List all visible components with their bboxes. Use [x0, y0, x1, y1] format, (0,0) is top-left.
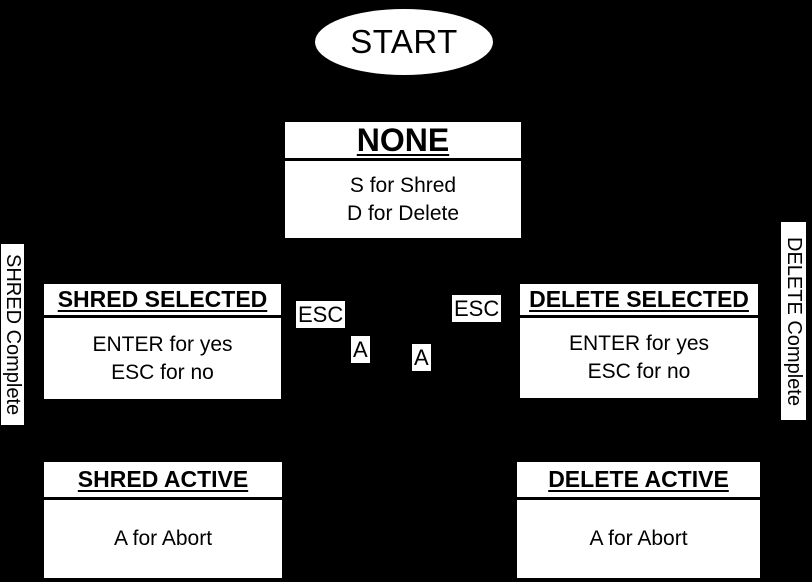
- state-shred-active-body-line: A for Abort: [113, 527, 213, 550]
- side-label-shred-complete: SHRED Complete: [1, 244, 24, 425]
- state-shred-selected-body-line: ENTER for yes: [92, 332, 233, 356]
- state-shred-active-body: A for Abort: [44, 500, 282, 578]
- side-label-shred-complete-text: SHRED Complete: [2, 253, 24, 416]
- state-delete-selected-body-line: ESC for no: [587, 360, 691, 383]
- transition-label-delete-esc: ESC: [452, 295, 502, 322]
- start-label: START: [350, 23, 458, 60]
- state-shred-selected-body-line: ESC for no: [111, 360, 214, 384]
- state-shred-active: SHRED ACTIVE A for Abort: [44, 462, 282, 578]
- side-label-delete-complete: DELETE Complete: [781, 222, 806, 420]
- state-shred-selected-body: ENTER for yes ESC for no: [44, 318, 281, 399]
- state-delete-active-title: DELETE ACTIVE: [517, 462, 760, 500]
- state-none-body-line: D for Delete: [346, 201, 460, 225]
- transition-label-delete-abort: A: [412, 344, 431, 371]
- state-delete-selected-title: DELETE SELECTED: [520, 284, 758, 318]
- state-none: NONE S for Shred D for Delete: [285, 122, 521, 238]
- state-none-title: NONE: [285, 122, 521, 161]
- transition-label-shred-esc: ESC: [296, 301, 346, 328]
- side-label-delete-complete-text: DELETE Complete: [783, 236, 805, 406]
- start-node: START: [315, 9, 493, 75]
- state-none-body-line: S for Shred: [349, 173, 457, 197]
- state-delete-active-body-line: A for Abort: [589, 527, 688, 550]
- state-shred-selected-title: SHRED SELECTED: [44, 284, 281, 318]
- state-delete-active: DELETE ACTIVE A for Abort: [517, 462, 760, 578]
- state-shred-active-title: SHRED ACTIVE: [44, 462, 282, 500]
- state-delete-selected-body-line: ENTER for yes: [568, 332, 710, 355]
- state-delete-selected: DELETE SELECTED ENTER for yes ESC for no: [520, 284, 758, 398]
- state-none-body: S for Shred D for Delete: [285, 161, 521, 238]
- state-shred-selected: SHRED SELECTED ENTER for yes ESC for no: [44, 284, 281, 399]
- state-delete-selected-body: ENTER for yes ESC for no: [520, 318, 758, 398]
- transition-label-shred-abort: A: [351, 336, 370, 363]
- state-delete-active-body: A for Abort: [517, 500, 760, 578]
